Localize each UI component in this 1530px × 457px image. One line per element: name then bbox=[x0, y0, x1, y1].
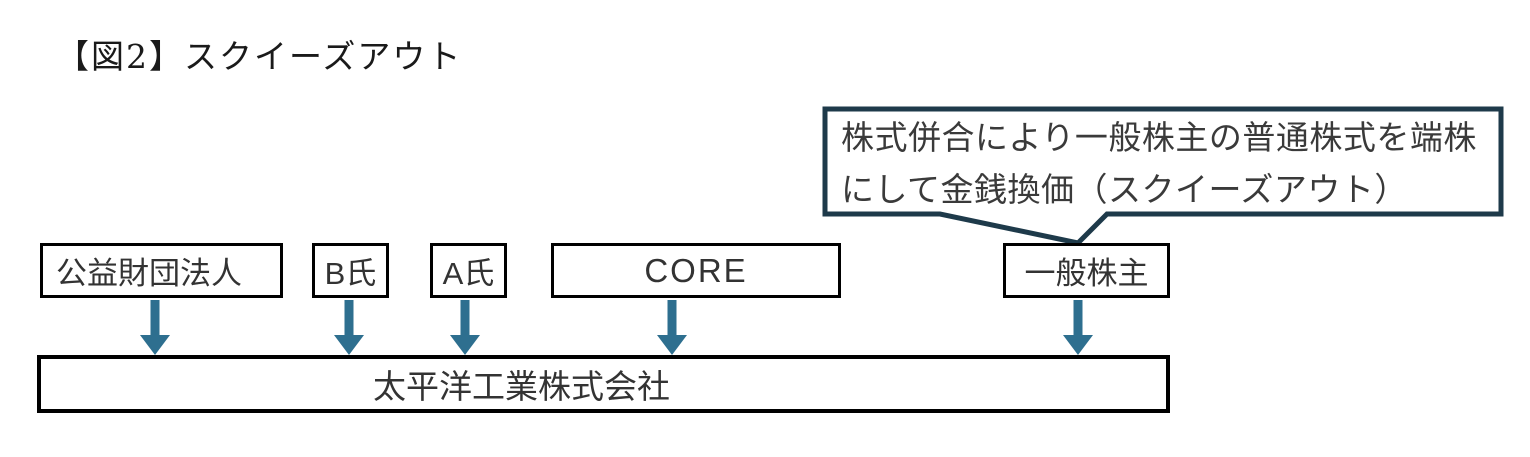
shareholder-box-general: 一般株主 bbox=[1003, 243, 1170, 298]
callout-bubble-outline bbox=[822, 106, 1504, 246]
down-arrow-icon bbox=[1063, 300, 1093, 355]
callout-text: 株式併合により一般株主の普通株式を端株にして金銭換価（スクイーズアウト） bbox=[841, 119, 1477, 208]
shareholder-box-mr-a: A氏 bbox=[430, 243, 507, 298]
down-arrow-icon bbox=[334, 300, 364, 355]
callout-bubble bbox=[822, 106, 1504, 246]
down-arrow-icon bbox=[657, 300, 687, 355]
company-box: 太平洋工業株式会社 bbox=[37, 355, 1170, 413]
shareholder-box-mr-b: B氏 bbox=[312, 243, 389, 298]
figure-title: 【図2】スクイーズアウト bbox=[56, 37, 463, 76]
shareholder-box-foundation: 公益財団法人 bbox=[40, 243, 283, 298]
down-arrow-icon bbox=[140, 300, 170, 355]
down-arrow-icon bbox=[450, 300, 480, 355]
shareholder-box-core: CORE bbox=[551, 243, 841, 298]
